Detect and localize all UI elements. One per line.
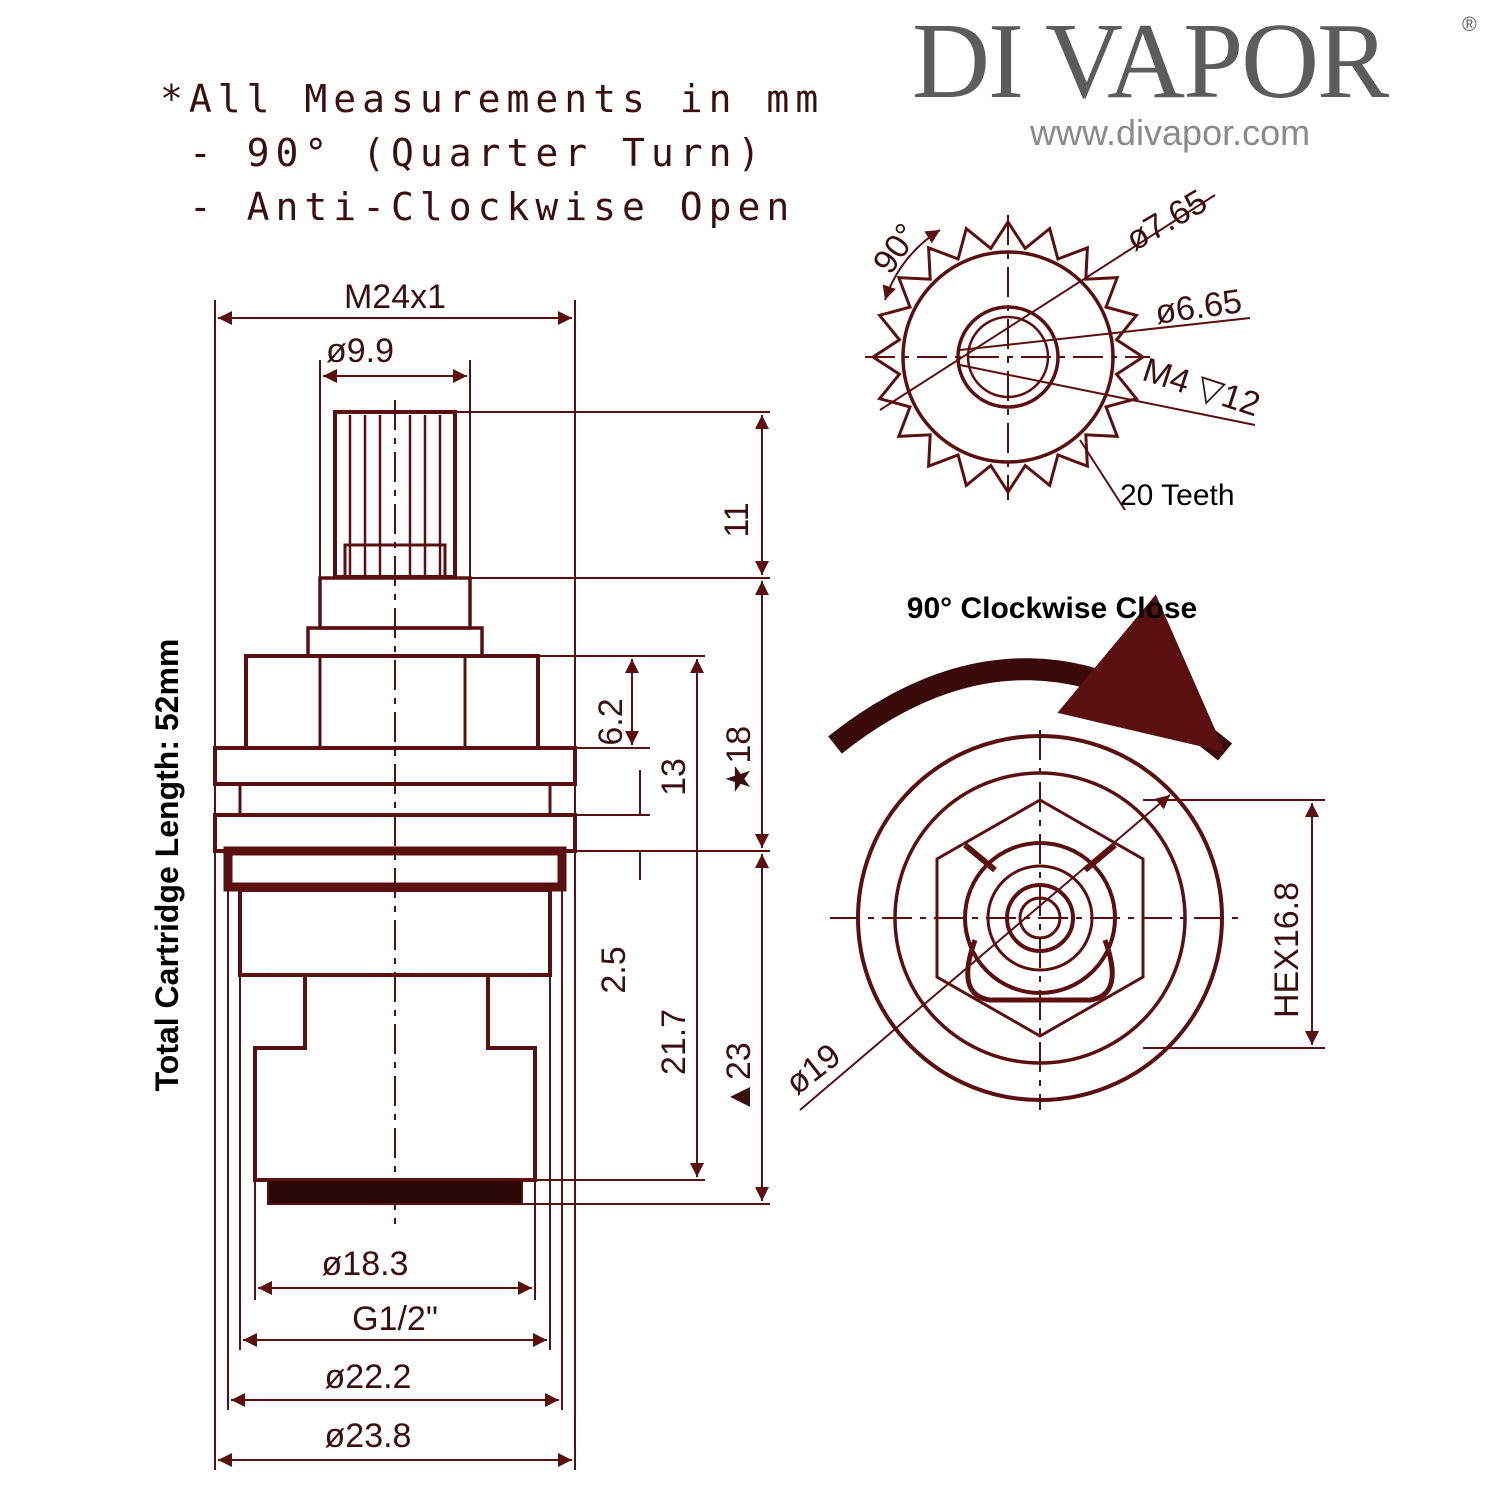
thread-section [223, 846, 567, 892]
label-20-teeth: 20 Teeth [1120, 479, 1235, 512]
label-dim-2-5: 2.5 [595, 946, 633, 993]
spline-teeth [348, 415, 442, 575]
website-url: www.divapor.com [1030, 112, 1311, 153]
rotation-view [799, 594, 1325, 1111]
label-dim-22-2: ø22.2 [325, 1358, 412, 1396]
label-dim-6-2: 6.2 [592, 698, 630, 745]
measurement-notes: *All Measurements in mm - 90° (Quarter T… [160, 72, 824, 234]
brand-registered-mark: ® [1462, 14, 1477, 36]
label-thread-m24: M24x1 [344, 278, 446, 316]
top-view-gear [865, 194, 1256, 511]
hex-body [244, 654, 540, 750]
label-dim-13: 13 [655, 758, 693, 796]
label-dim-23: ▲23 [720, 1042, 758, 1113]
label-dim-18-3: ø18.3 [322, 1245, 409, 1283]
base-seal [267, 1179, 523, 1205]
label-dim-19: ø19 [778, 1036, 848, 1102]
label-dim-7-65: ø7.65 [1119, 182, 1213, 258]
label-dim-6-65: ø6.65 [1153, 282, 1244, 332]
label-dim-11: 11 [718, 502, 756, 537]
label-angle-90: 90° [866, 217, 927, 281]
brand-logo: DI VAPOR [912, 2, 1389, 121]
label-hex-16-8: HEX16.8 [1268, 882, 1306, 1018]
note-line-3: - Anti-Clockwise Open [160, 185, 796, 229]
label-spline-diameter: ø9.9 [326, 332, 394, 370]
label-g-half-inch: G1/2" [352, 1300, 438, 1338]
label-dim-23-8: ø23.8 [325, 1417, 412, 1455]
label-dim-18: ★18 [720, 726, 758, 794]
label-total-length: Total Cartridge Length: 52mm [149, 639, 185, 1092]
lower-body [238, 888, 552, 977]
label-dim-21-7: 21.7 [655, 1009, 693, 1075]
note-line-1: *All Measurements in mm [160, 77, 825, 121]
note-line-2: - 90° (Quarter Turn) [160, 131, 767, 175]
label-clockwise-close: 90° Clockwise Close [907, 592, 1197, 625]
